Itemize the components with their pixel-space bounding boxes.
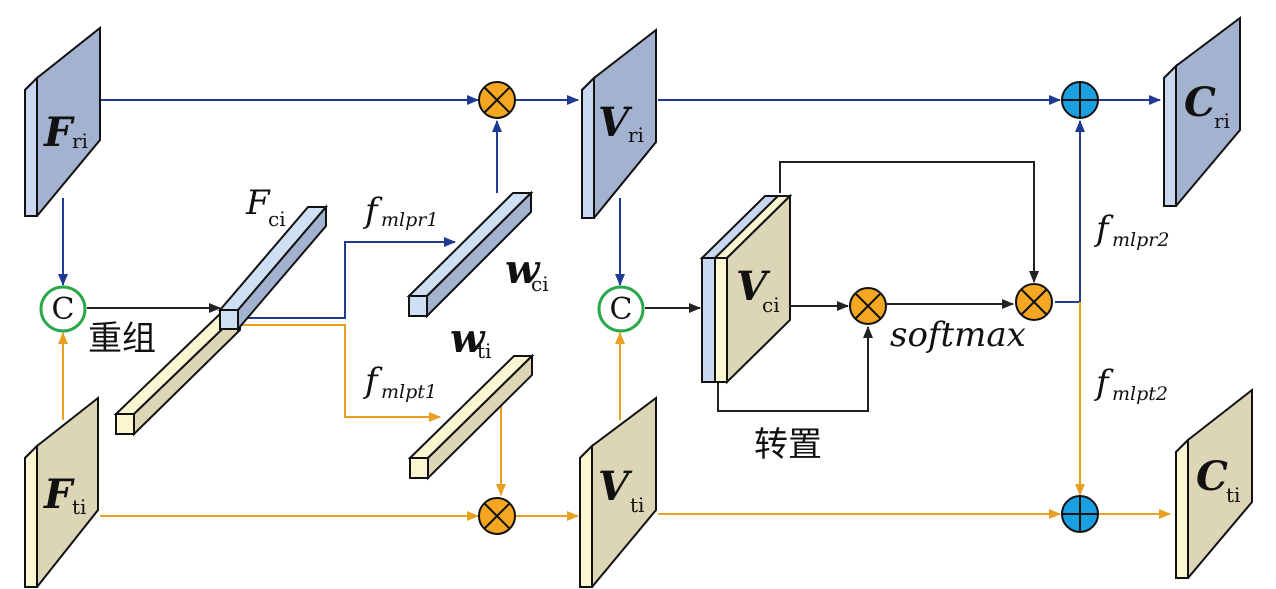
- label-transpose: 转置: [754, 425, 822, 465]
- feature-map-fti: [24, 395, 99, 588]
- connections: [58, 95, 1171, 521]
- label-wti-sub: ti: [477, 339, 491, 363]
- label-fmlpr1-sub: mlpr1: [381, 209, 438, 231]
- label-fri: F ri: [43, 109, 88, 156]
- concat-node-mid: C: [597, 285, 645, 333]
- bar-wti: [407, 353, 535, 481]
- edge-transpose-to-mult-mid: [717, 326, 873, 412]
- label-wci-sub: ci: [531, 272, 549, 296]
- label-fmlpr2-sub: mlpr2: [1112, 229, 1169, 251]
- label-cri: C ri: [1184, 79, 1230, 133]
- label-vti-sub: ti: [630, 493, 644, 517]
- bar-wci: [406, 190, 534, 319]
- label-fci-sub: ci: [268, 207, 286, 231]
- edge-mlpr2-to-add-top: [1055, 120, 1085, 303]
- label-fri-sub: ri: [72, 129, 88, 153]
- add-node-bottom: [1061, 495, 1099, 533]
- label-fmlpr2-main: f: [1093, 209, 1114, 249]
- edge-vci-to-softmax-mult: [779, 161, 1039, 283]
- label-cti-main: C: [1196, 453, 1228, 500]
- label-vti: V ti: [598, 463, 644, 517]
- concat-node-left-symbol: C: [52, 292, 75, 327]
- label-vti-main: V: [598, 463, 633, 510]
- label-fmlpt1-main: f: [362, 361, 383, 401]
- label-vci-main: V: [736, 263, 771, 310]
- label-vci: V ci: [736, 263, 780, 317]
- label-fmlpr1: f mlpr1: [362, 191, 438, 231]
- label-vri: V ri: [598, 99, 644, 147]
- feature-map-vti: [579, 396, 657, 588]
- label-cti: C ti: [1196, 453, 1240, 507]
- label-fmlpt2-main: f: [1093, 363, 1114, 403]
- concat-node-mid-symbol: C: [610, 292, 633, 327]
- label-cri-main: C: [1184, 79, 1216, 126]
- edge-fci-to-wti: [240, 324, 441, 422]
- multiply-node-top: [478, 81, 516, 119]
- label-fmlpt1-sub: mlpt1: [381, 381, 437, 403]
- add-node-top: [1061, 81, 1099, 119]
- label-fci-main: F: [245, 183, 271, 223]
- label-wci-main: w: [505, 246, 541, 293]
- multiply-node-softmax: [1015, 283, 1053, 321]
- concat-node-left: C: [39, 285, 87, 333]
- feature-map-vri: [581, 27, 657, 219]
- label-wci: w ci: [505, 246, 549, 296]
- label-fmlpt1: f mlpt1: [362, 361, 437, 403]
- label-fmlpt2: f mlpt2: [1093, 363, 1168, 405]
- feature-map-cti: [1175, 387, 1253, 579]
- label-cri-sub: ri: [1214, 109, 1230, 133]
- label-fri-main: F: [43, 109, 75, 156]
- multiply-node-mid: [849, 287, 887, 325]
- feature-map-vci: [699, 193, 793, 385]
- feature-map-fri: [24, 25, 101, 217]
- feature-map-cri: [1163, 16, 1241, 207]
- label-fti-sub: ti: [72, 495, 86, 519]
- label-fti-main: F: [43, 471, 75, 518]
- label-fci: F ci: [245, 183, 286, 231]
- label-cti-sub: ti: [1226, 483, 1240, 507]
- multiply-node-bottom: [478, 497, 516, 535]
- label-wti: w ti: [450, 315, 491, 363]
- bar-fci: [113, 204, 329, 437]
- edge-fci-to-wci: [240, 237, 456, 319]
- label-regroup: 重组: [88, 319, 156, 359]
- label-vri-main: V: [598, 99, 633, 146]
- label-softmax: softmax: [890, 315, 1026, 355]
- label-fmlpt2-sub: mlpt2: [1112, 383, 1168, 405]
- label-wti-main: w: [450, 315, 486, 362]
- label-vri-sub: ri: [628, 123, 644, 147]
- label-vci-sub: ci: [762, 293, 780, 317]
- label-fmlpr1-main: f: [362, 191, 383, 231]
- label-fti: F ti: [43, 471, 86, 519]
- label-fmlpr2: f mlpr2: [1093, 209, 1169, 251]
